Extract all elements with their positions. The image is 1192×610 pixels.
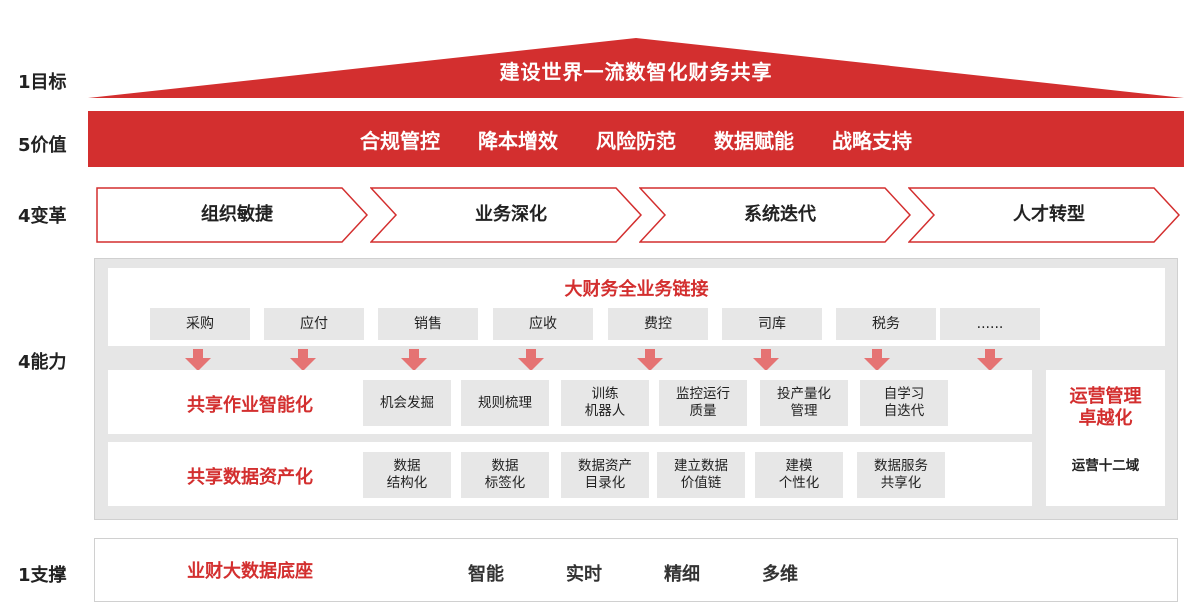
support-item: 智能 — [468, 564, 504, 585]
down-arrow-icon — [864, 349, 890, 371]
reform-chevron: 人才转型 — [908, 187, 1180, 243]
tile-line: 数据 — [393, 458, 421, 474]
support-item: 多维 — [762, 564, 798, 585]
reform-chevron: 组织敏捷 — [96, 187, 368, 243]
operations-subtitle: 运营十二域 — [1071, 458, 1140, 474]
shared-ops-tile: 训练机器人 — [561, 380, 649, 426]
shared-ops-title: 共享作业智能化 — [187, 395, 313, 416]
row-label-capability: 4能力 — [18, 352, 67, 373]
tile-line: 管理 — [790, 403, 818, 419]
tile-line: 自迭代 — [883, 403, 925, 419]
support-item: 实时 — [566, 564, 602, 585]
operations-title: 运营管理 卓越化 — [1046, 386, 1165, 430]
chain-item: 税务 — [836, 308, 936, 340]
tile-line: 质量 — [689, 403, 717, 419]
value-item: 风险防范 — [596, 128, 676, 153]
down-arrow-icon — [185, 349, 211, 371]
down-arrow-icon — [977, 349, 1003, 371]
row-label-reform: 4变革 — [18, 206, 67, 227]
reform-label: 组织敏捷 — [201, 204, 273, 225]
reform-label: 业务深化 — [475, 204, 547, 225]
value-item: 降本增效 — [478, 128, 558, 153]
value-item: 战略支持 — [832, 128, 912, 153]
down-arrow-icon — [637, 349, 663, 371]
down-arrow-icon — [518, 349, 544, 371]
tile-line: 监控运行 — [676, 386, 730, 402]
row-label-support: 1支撑 — [18, 565, 67, 586]
chain-item: 应付 — [264, 308, 364, 340]
chain-item: 司库 — [722, 308, 822, 340]
row-label-goal: 1目标 — [18, 72, 67, 93]
shared-ops-tile: 机会发掘 — [363, 380, 451, 426]
shared-data-tile: 建模个性化 — [755, 452, 843, 498]
shared-data-tile: 数据服务共享化 — [857, 452, 945, 498]
values-band: 合规管控 降本增效 风险防范 数据赋能 战略支持 — [88, 111, 1184, 167]
chain-item: ...... — [940, 308, 1040, 340]
down-arrow-icon — [290, 349, 316, 371]
reform-chevron: 业务深化 — [370, 187, 642, 243]
shared-data-tile: 数据标签化 — [461, 452, 549, 498]
tile-line: 个性化 — [778, 475, 820, 491]
row-label-value: 5价值 — [18, 135, 67, 156]
tile-line: 规则梳理 — [478, 394, 532, 411]
chain-item: 销售 — [378, 308, 478, 340]
shared-data-tile: 数据结构化 — [363, 452, 451, 498]
shared-ops-tile: 投产量化管理 — [760, 380, 848, 426]
operations-title-line: 卓越化 — [1078, 408, 1133, 429]
tile-line: 共享化 — [880, 475, 922, 491]
tile-line: 数据 — [491, 458, 519, 474]
shared-data-title: 共享数据资产化 — [187, 467, 313, 488]
operations-title-line: 运营管理 — [1069, 386, 1142, 407]
reform-chevrons: 组织敏捷 业务深化 系统迭代 人才转型 — [96, 187, 1180, 243]
tile-line: 训练 — [591, 386, 619, 402]
tile-line: 自学习 — [883, 386, 925, 402]
shared-ops-tile: 监控运行质量 — [659, 380, 747, 426]
support-box — [94, 538, 1178, 602]
down-arrow-icon — [401, 349, 427, 371]
tile-line: 建立数据 — [674, 458, 728, 474]
tile-line: 机器人 — [584, 403, 626, 419]
tile-line: 标签化 — [484, 475, 526, 491]
goal-title: 建设世界一流数智化财务共享 — [499, 60, 773, 84]
tile-line: 价值链 — [680, 475, 722, 491]
chain-item: 采购 — [150, 308, 250, 340]
support-item: 精细 — [664, 564, 700, 585]
support-title: 业财大数据底座 — [187, 561, 313, 582]
reform-label: 系统迭代 — [744, 204, 816, 225]
chain-item: 费控 — [608, 308, 708, 340]
shared-ops-tile: 规则梳理 — [461, 380, 549, 426]
tile-line: 机会发掘 — [380, 394, 434, 411]
chain-title: 大财务全业务链接 — [564, 279, 709, 300]
tile-line: 目录化 — [584, 475, 626, 491]
value-item: 数据赋能 — [714, 128, 794, 153]
tile-line: 建模 — [785, 458, 813, 474]
down-arrow-icon — [753, 349, 779, 371]
shared-data-tile: 数据资产目录化 — [561, 452, 649, 498]
tile-line: 结构化 — [386, 475, 428, 491]
shared-ops-tile: 自学习自迭代 — [860, 380, 948, 426]
tile-line: 投产量化 — [777, 386, 831, 402]
reform-label: 人才转型 — [1013, 204, 1085, 225]
operations-box — [1046, 370, 1165, 506]
tile-line: 数据服务 — [874, 458, 928, 474]
shared-data-tile: 建立数据价值链 — [657, 452, 745, 498]
value-item: 合规管控 — [360, 128, 440, 153]
tile-line: 数据资产 — [578, 458, 632, 474]
reform-chevron: 系统迭代 — [639, 187, 911, 243]
chain-item: 应收 — [493, 308, 593, 340]
goal-roof — [88, 38, 1184, 98]
